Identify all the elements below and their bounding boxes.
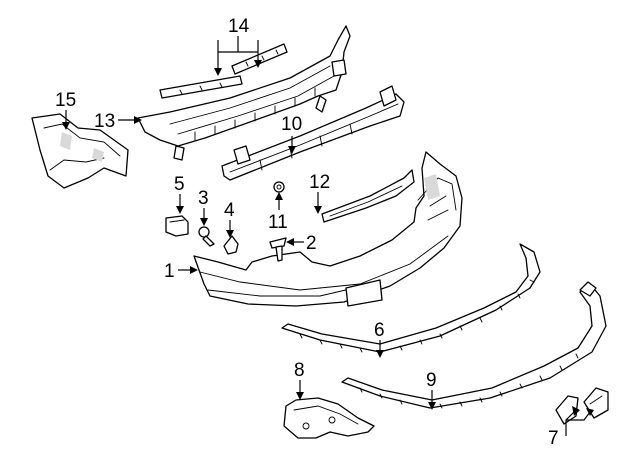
part-14-reinforcement-strips (159, 43, 288, 99)
callout-12: 12 (309, 172, 330, 193)
callout-11: 11 (268, 212, 288, 233)
part-6-upper-molding (281, 243, 541, 353)
callout-14: 14 (228, 16, 250, 37)
part-4-plug (223, 235, 239, 255)
leader-lines (62, 36, 594, 436)
callout-4: 4 (224, 200, 235, 221)
part-11-nut (273, 181, 285, 193)
callout-6: 6 (374, 320, 385, 341)
callout-7: 7 (548, 428, 559, 449)
callout-3: 3 (198, 188, 209, 209)
callout-9: 9 (426, 370, 437, 391)
part-7-tow-hook-covers (555, 387, 609, 425)
part-1-bumper-cover (193, 151, 463, 307)
part-2-bolt (269, 237, 287, 262)
callout-8: 8 (294, 360, 305, 381)
callout-15: 15 (55, 90, 76, 111)
callout-10: 10 (281, 114, 302, 135)
callout-2: 2 (306, 233, 317, 254)
callout-5: 5 (174, 174, 185, 195)
part-5-clip (165, 215, 189, 237)
callout-13: 13 (94, 111, 115, 132)
part-12-side-absorber (321, 169, 415, 223)
part-13-impact-bar (137, 25, 351, 161)
part-15-side-bracket (31, 113, 129, 189)
part-3-screw (198, 226, 215, 247)
part-8-lower-bracket (283, 397, 375, 439)
callout-1: 1 (164, 261, 175, 282)
part-10-energy-absorber (221, 85, 405, 181)
callout-labels: 14 15 13 10 5 12 3 4 11 2 1 6 8 9 7 (55, 16, 559, 449)
